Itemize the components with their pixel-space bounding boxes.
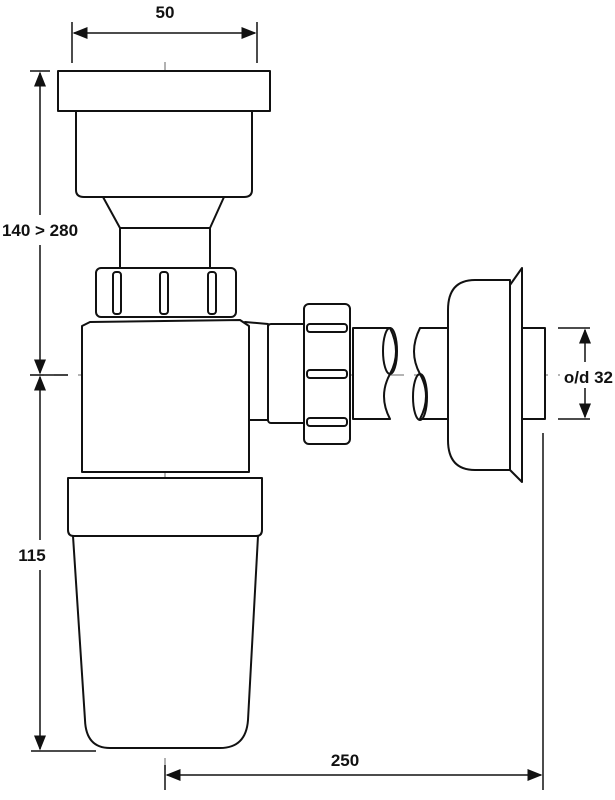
dimension-horizontal-reach: 250 [164, 433, 544, 790]
upper-body [81, 319, 250, 473]
waste-flange-body [447, 279, 511, 471]
dim-label-horizontal-reach: 250 [331, 751, 359, 770]
nut-rib [112, 271, 122, 315]
bottom-cup [72, 535, 259, 749]
taper [102, 196, 225, 229]
dimension-top-width: 50 [71, 3, 258, 63]
dim-label-top-width: 50 [156, 3, 175, 22]
inlet-sleeve [75, 110, 253, 198]
nut-rib [159, 271, 169, 315]
dim-label-height-range: 140 > 280 [2, 221, 78, 240]
inlet-neck [119, 227, 211, 269]
wall-plate [509, 267, 523, 483]
dimension-outlet-diameter: o/d 32 [558, 327, 615, 420]
trap-body [57, 70, 271, 749]
nut-rib [207, 271, 217, 315]
dim-label-lower-height: 115 [18, 546, 45, 565]
dimension-lower-height: 115 [18, 375, 96, 752]
outlet-assembly [267, 267, 546, 483]
outlet-stub [267, 323, 307, 424]
dim-label-outlet-diameter: o/d 32 [564, 368, 613, 387]
collar [67, 477, 263, 537]
outlet-tail [521, 327, 546, 420]
dimension-height-range: 140 > 280 [2, 70, 78, 376]
top-cap [57, 70, 271, 112]
